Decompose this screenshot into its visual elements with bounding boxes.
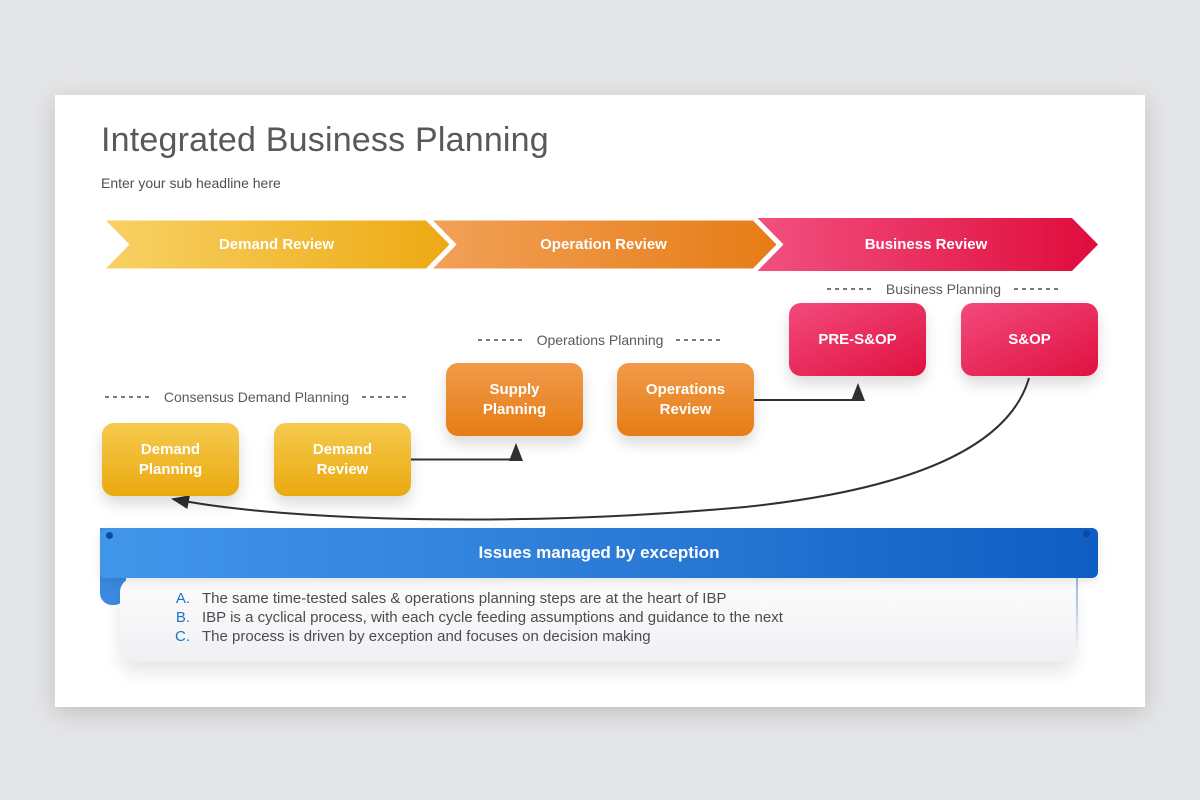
note-text: The process is driven by exception and f… xyxy=(202,628,651,645)
node-sop: S&OP xyxy=(961,303,1098,376)
ribbon-issues-banner: Issues managed by exception xyxy=(100,528,1098,578)
dashed-line xyxy=(362,396,409,398)
page-subtitle: Enter your sub headline here xyxy=(101,175,281,191)
node-operations-review: Operations Review xyxy=(617,363,754,436)
note-letter: C. xyxy=(175,628,190,645)
connector-operations-review-to-pre-sop xyxy=(754,383,865,401)
dashed-line xyxy=(676,339,723,341)
note-text: IBP is a cyclical process, with each cyc… xyxy=(202,609,783,626)
group-label-text: Consensus Demand Planning xyxy=(163,389,350,405)
group-label-consensus-demand-planning: Consensus Demand Planning xyxy=(102,388,411,406)
chevron-label-demand-review: Demand Review xyxy=(218,236,335,253)
group-label-operations-planning: Operations Planning xyxy=(446,331,754,349)
note-text: The same time-tested sales & operations … xyxy=(202,590,727,607)
group-label-text: Operations Planning xyxy=(536,332,664,348)
notes-card: A. The same time-tested sales & operatio… xyxy=(120,578,1075,669)
connector-demand-review-to-supply-planning xyxy=(411,443,523,461)
note-letter: B. xyxy=(175,609,190,626)
page-title: Integrated Business Planning xyxy=(101,121,549,159)
node-pre-sop: PRE-S&OP xyxy=(789,303,926,376)
note-item-c: C. The process is driven by exception an… xyxy=(168,628,1055,646)
node-demand-review: Demand Review xyxy=(274,423,411,496)
ribbon-right-fold-line xyxy=(1076,578,1078,650)
dashed-line xyxy=(826,288,873,290)
note-item-b: B. IBP is a cyclical process, with each … xyxy=(168,609,1055,627)
node-supply-planning: Supply Planning xyxy=(446,363,583,436)
chevron-label-operation-review: Operation Review xyxy=(540,236,667,253)
dashed-line xyxy=(104,396,151,398)
note-item-a: A. The same time-tested sales & operatio… xyxy=(168,590,1055,608)
group-label-business-planning: Business Planning xyxy=(789,280,1098,298)
slide: Integrated Business Planning Enter your … xyxy=(55,95,1145,707)
ribbon-right-roll-dot xyxy=(1083,530,1090,537)
chevron-label-business-review: Business Review xyxy=(864,236,988,253)
dashed-line xyxy=(477,339,524,341)
ribbon-left-roll-dot xyxy=(106,532,113,539)
note-letter: A. xyxy=(175,590,190,607)
group-label-text: Business Planning xyxy=(885,281,1002,297)
node-demand-planning: Demand Planning xyxy=(102,423,239,496)
dashed-line xyxy=(1014,288,1061,290)
